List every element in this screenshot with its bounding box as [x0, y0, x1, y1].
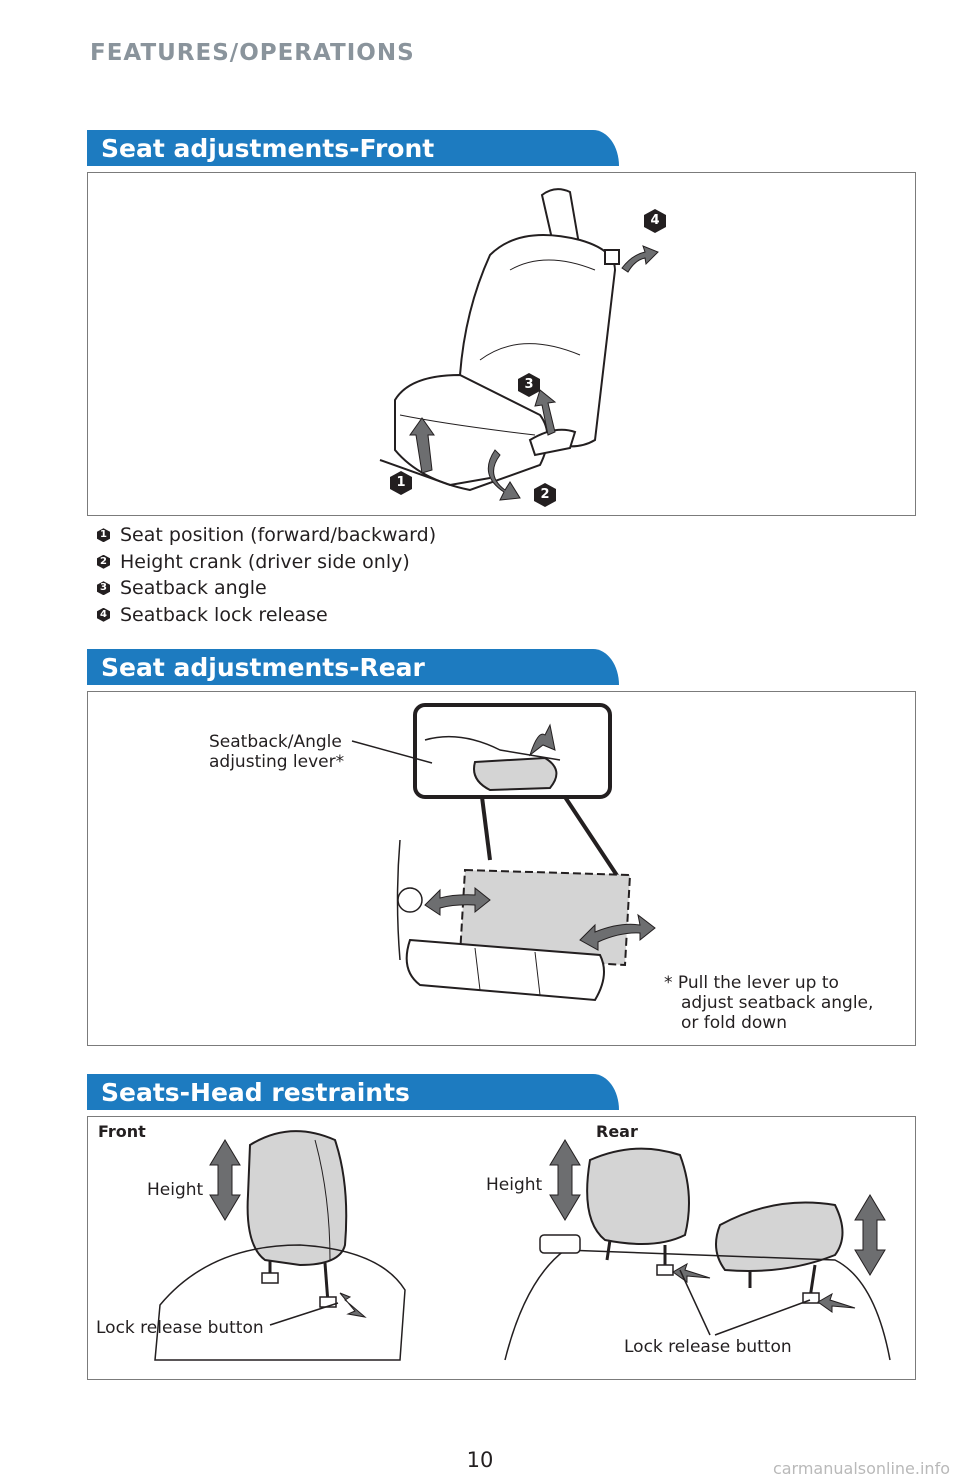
legend-item: 1 Seat position (forward/backward) — [97, 522, 436, 549]
front-seat-legend: 1 Seat position (forward/backward) 2 Hei… — [97, 522, 436, 628]
rear-note-line1: * Pull the lever up to — [664, 973, 839, 993]
head-restraints-figure-frame — [87, 1116, 916, 1380]
rear-restraint-label: Rear — [596, 1122, 638, 1141]
front-callout-3: 3 — [518, 373, 540, 397]
front-seat-illustration — [379, 188, 659, 501]
legend-number: 1 — [97, 528, 110, 543]
rear-seat-figure-frame — [87, 691, 916, 1046]
lever-leader-line — [351, 740, 433, 764]
front-lock-leader-line — [269, 1302, 339, 1326]
lever-label-line1: Seatback/Angle — [209, 732, 342, 752]
front-seat-figure-frame — [87, 172, 916, 516]
front-callout-4: 4 — [644, 209, 666, 233]
legend-text: Height crank (driver side only) — [120, 550, 410, 573]
legend-text: Seatback angle — [120, 577, 267, 600]
legend-number: 3 — [97, 581, 110, 596]
watermark: carmanualsonline.info — [772, 1459, 950, 1478]
page-number: 10 — [466, 1448, 494, 1472]
legend-item: 4 Seatback lock release — [97, 602, 436, 629]
page-header: FEATURES/OPERATIONS — [90, 40, 415, 66]
front-lock-label: Lock release button — [96, 1318, 264, 1338]
legend-number: 2 — [97, 554, 110, 569]
section-title-rear-seat: Seat adjustments-Rear — [87, 649, 619, 685]
rear-head-restraint-illustration — [504, 1139, 891, 1361]
rear-height-label: Height — [486, 1175, 543, 1195]
rear-note-line2: adjust seatback angle, — [681, 993, 874, 1013]
front-restraint-label: Front — [98, 1122, 146, 1141]
rear-note-line3: or fold down — [681, 1013, 787, 1033]
legend-item: 3 Seatback angle — [97, 575, 436, 602]
section-title-head-restraints: Seats-Head restraints — [87, 1074, 619, 1110]
legend-item: 2 Height crank (driver side only) — [97, 549, 436, 576]
front-head-restraint-illustration — [154, 1130, 406, 1361]
rear-seat-illustration — [396, 703, 656, 1002]
rear-lock-label: Lock release button — [624, 1337, 792, 1357]
front-height-label: Height — [147, 1180, 204, 1200]
front-callout-1: 1 — [390, 471, 412, 495]
section-title-front-seat: Seat adjustments-Front — [87, 130, 619, 166]
lever-label-line2: adjusting lever* — [209, 752, 345, 772]
legend-text: Seat position (forward/backward) — [120, 524, 437, 547]
legend-number: 4 — [97, 607, 110, 622]
legend-text: Seatback lock release — [120, 603, 328, 626]
front-callout-2: 2 — [534, 483, 556, 507]
